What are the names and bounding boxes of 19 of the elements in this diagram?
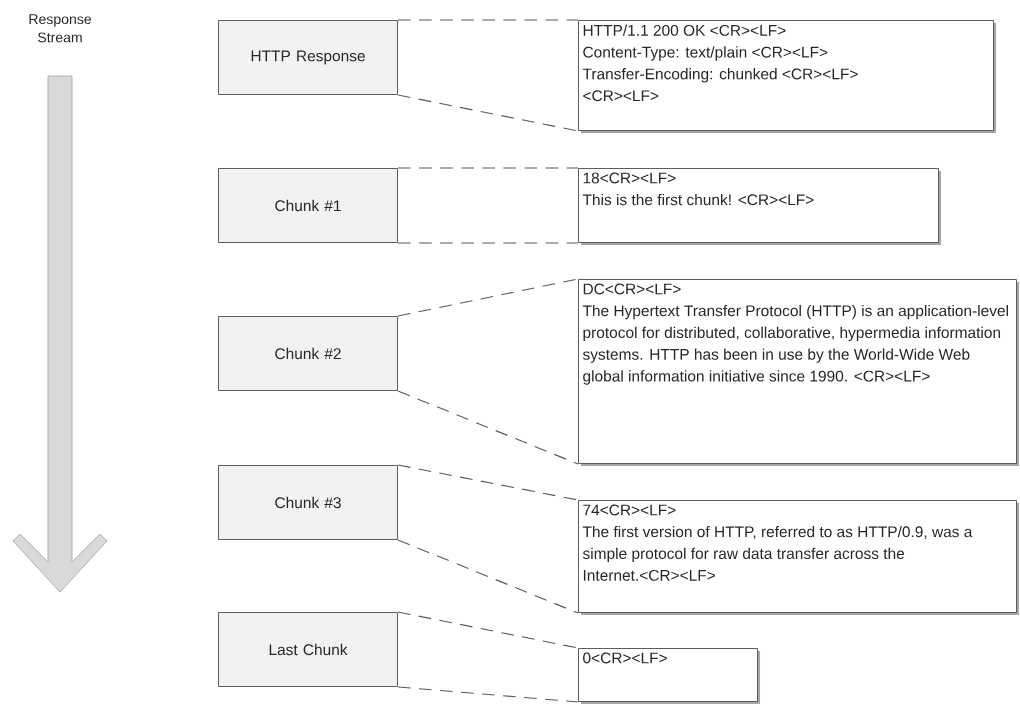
stream-label: Response Stream — [29, 14, 91, 43]
dashed-line — [397, 611, 579, 649]
section-box: Chunk #2 — [218, 316, 398, 391]
section-box: Chunk #3 — [218, 465, 398, 540]
dashed-line — [397, 464, 579, 501]
dashed-line — [397, 242, 579, 244]
dashed-line — [397, 167, 579, 169]
message-text-box: 0<CR><LF> — [578, 648, 760, 704]
message-text-box: 18<CR><LF> This is the first chunk! <CR><LF> — [578, 168, 941, 245]
message-text-box: 74<CR><LF> The first version of HTTP, referred to as HTTP/0.9, was a simple protocol for raw data transfer across the Internet.<CR><LF> — [578, 500, 1019, 615]
message-text-box: DC<CR><LF> The Hypertext Transfer Protocol (HTTP) is an application-level protocol for distributed, collaborative, hypermedia information systems. HTTP has been in use by the World-Wide Web global information initiative since 1990. <CR><LF> — [578, 279, 1019, 466]
section-box: HTTP Response — [218, 20, 398, 95]
dashed-line — [397, 19, 579, 21]
section-box: Chunk #1 — [218, 168, 398, 243]
dashed-line — [397, 686, 579, 703]
section-box: Last Chunk — [218, 612, 398, 687]
dashed-line — [397, 278, 579, 317]
dashed-line — [397, 94, 579, 132]
message-text-box: HTTP/1.1 200 OK <CR><LF> Content-Type: text/plain <CR><LF> Transfer-Encoding: chunked <CR><LF> <CR><LF> — [578, 20, 996, 133]
